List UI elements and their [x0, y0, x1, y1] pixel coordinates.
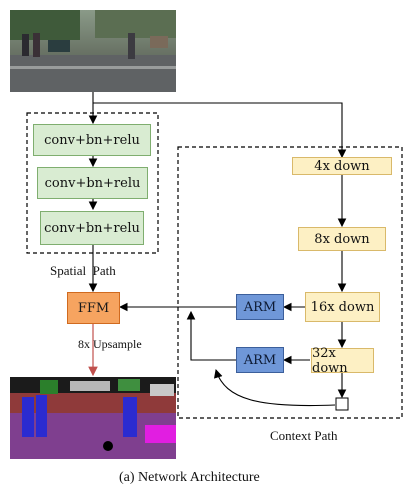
output-segmentation [10, 377, 176, 459]
context-path-border [177, 146, 403, 419]
spatial-conv-layer-2: conv+bn+relu [37, 167, 148, 199]
spatial-conv-layer-1: conv+bn+relu [33, 124, 151, 156]
global-pool-node [335, 397, 349, 411]
arm-block-1: ARM [236, 294, 284, 320]
spatial-conv-layer-3: conv+bn+relu [40, 211, 144, 245]
context-4x-down: 4x down [292, 157, 392, 175]
context-16x-down: 16x down [305, 292, 380, 322]
context-path-title: Context Path [270, 428, 338, 443]
spatial-path-title: Spatial Path [50, 263, 116, 278]
figure-caption: (a) Network Architecture [119, 470, 260, 485]
connectors [88, 92, 347, 407]
context-8x-down: 8x down [298, 227, 386, 251]
input-image [10, 10, 176, 92]
arm-block-2: ARM [236, 347, 284, 373]
context-32x-down: 32x down [311, 346, 374, 376]
ffm-block: FFM [67, 292, 120, 324]
upsample-label: 8x Upsample [78, 337, 142, 351]
